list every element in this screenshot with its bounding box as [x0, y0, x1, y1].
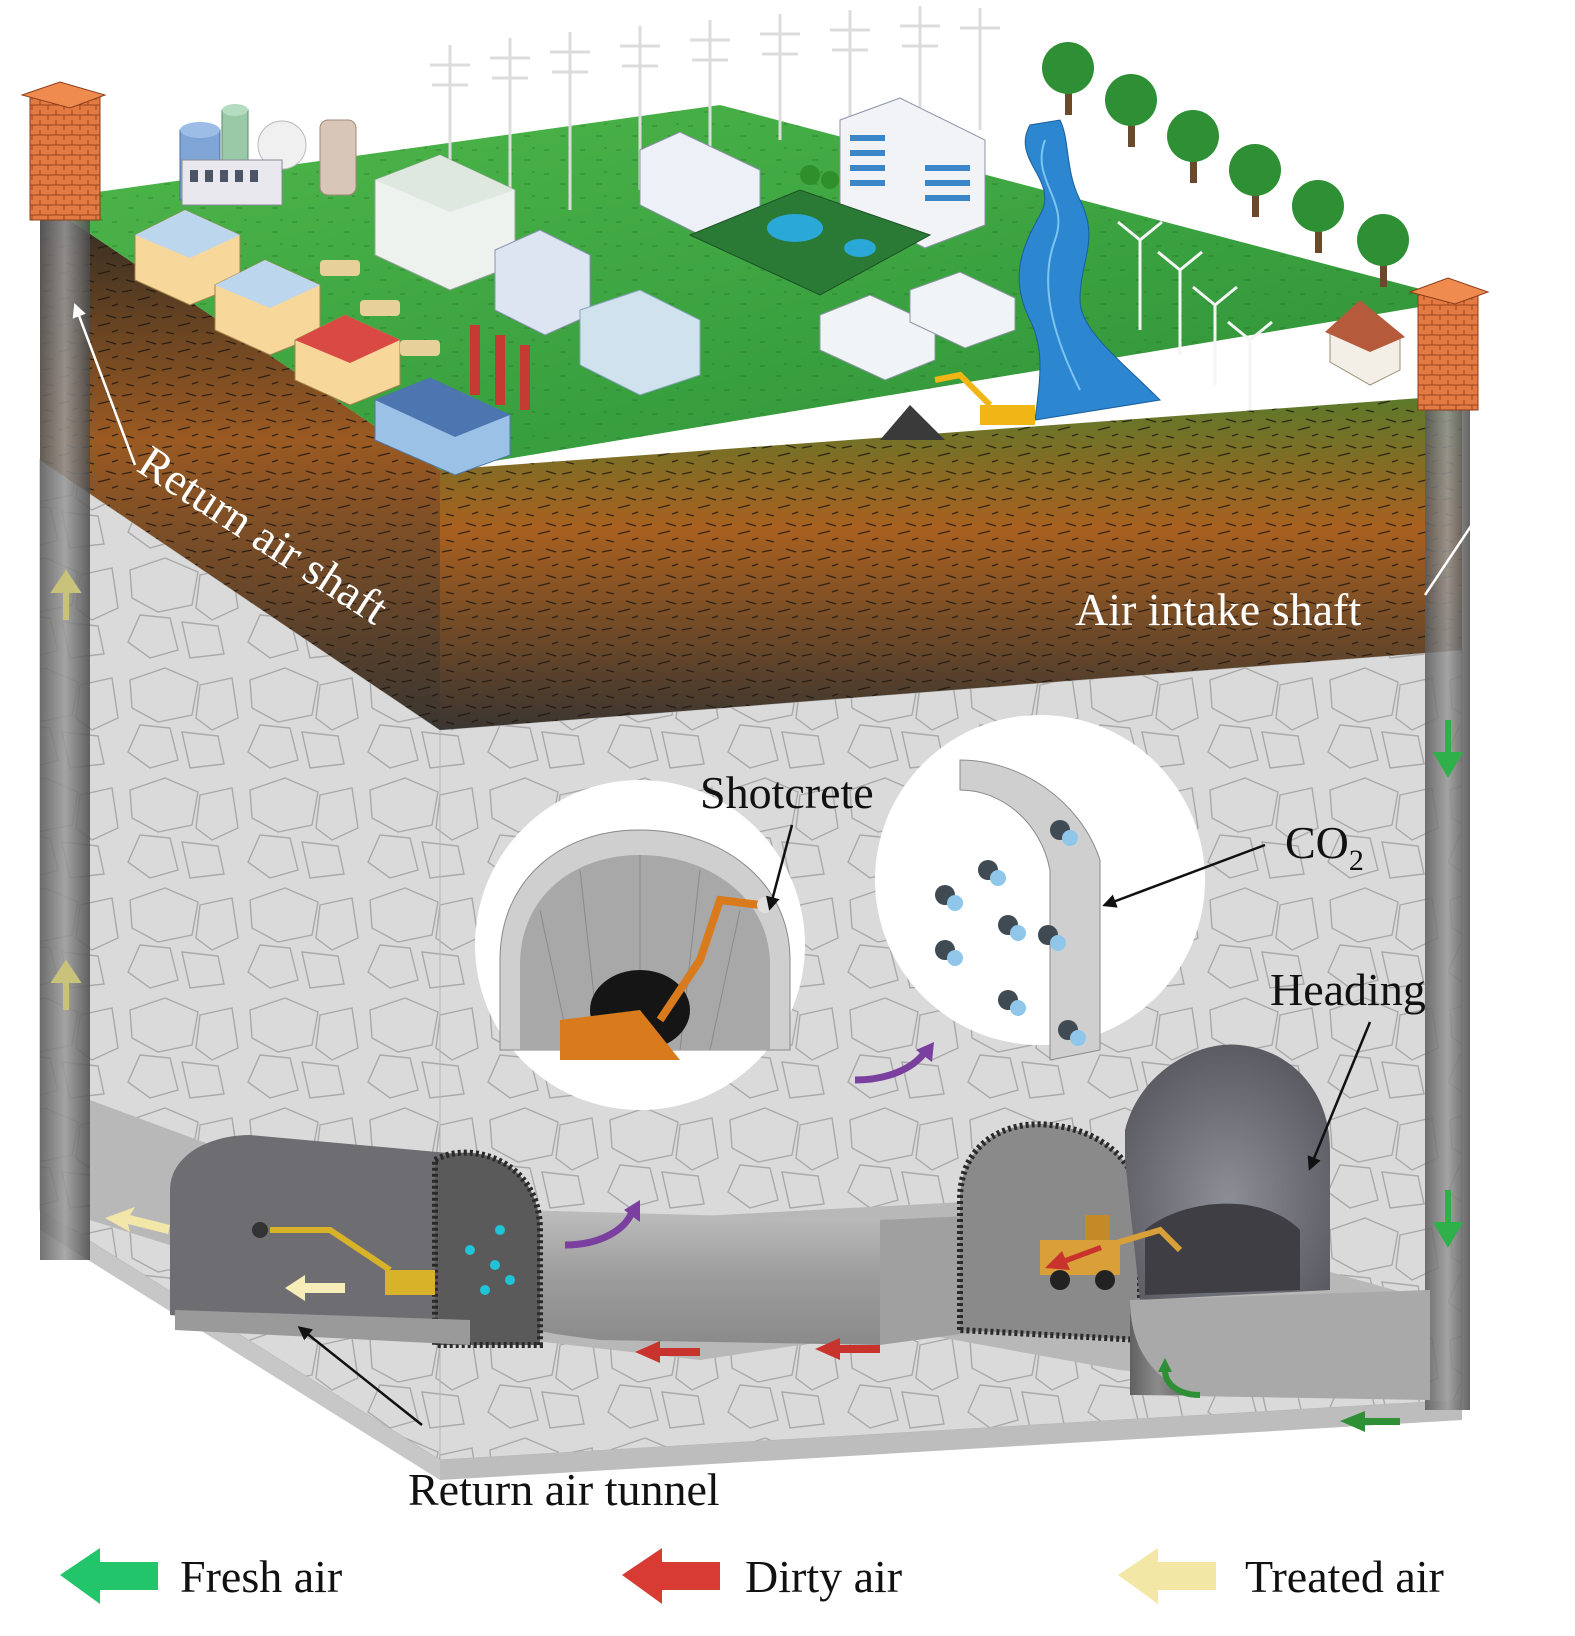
co2-molecules [935, 820, 1086, 1046]
legend-dirty-air: Dirty air [622, 1548, 902, 1604]
intake-shaft-pointer [1423, 488, 1497, 596]
airflow-arrows [50, 569, 1464, 1432]
return-air-tunnel [170, 1135, 543, 1348]
legend-fresh-air: Fresh air [60, 1548, 342, 1604]
legend-dirty-air-arrow [622, 1548, 720, 1604]
air-intake-shaft-label: Air intake shaft [1075, 584, 1361, 635]
factory [374, 325, 530, 476]
heading-pointer [1307, 1021, 1372, 1171]
dirty-air-arrow-3 [1045, 1245, 1102, 1270]
drill-rig [252, 1222, 435, 1295]
heading-label: Heading [1270, 964, 1426, 1015]
legend: Fresh air Dirty air Treated air [60, 1548, 1444, 1604]
shotcrete-pointer [766, 824, 794, 911]
co2-particles-return [465, 1225, 515, 1295]
legend-treated-air-arrow [1118, 1548, 1216, 1604]
fresh-air-arrow-shaft-2 [1432, 1190, 1464, 1248]
river [1018, 119, 1162, 421]
dirty-air-arrow-2 [815, 1338, 880, 1360]
shotcrete-detail [475, 780, 805, 1110]
legend-dirty-air-label: Dirty air [745, 1551, 902, 1602]
shotcrete-machine [560, 895, 773, 1060]
fresh-air-arrow-heading [1340, 1411, 1400, 1432]
tunnel-network [90, 1044, 1430, 1400]
treated-air-arrow-tunnel-2 [285, 1275, 345, 1301]
intake-shaft-chimney [1417, 289, 1479, 411]
heading-tunnel [957, 1044, 1430, 1400]
purple-flow-arrow-1 [564, 1210, 636, 1249]
co2-detail [875, 715, 1205, 1061]
shotcrete-label: Shotcrete [700, 767, 874, 818]
soil-layer [40, 200, 1462, 730]
fresh-air-arrow-curve [1162, 1369, 1201, 1398]
legend-treated-air-label: Treated air [1245, 1551, 1444, 1602]
return-shaft-chimney [29, 94, 101, 221]
treated-air-arrow-tunnel-1 [105, 1207, 170, 1234]
return-tunnel-pointer [297, 1326, 423, 1426]
legend-treated-air: Treated air [1118, 1548, 1444, 1604]
callout-pointers [72, 303, 1497, 1426]
purple-flow-arrow-2 [854, 1049, 928, 1084]
trees [1042, 42, 1409, 287]
park [688, 165, 932, 296]
treated-air-arrow-shaft-2 [50, 959, 82, 1010]
return-air-shaft [20, 81, 107, 1260]
return-shaft-pointer [72, 303, 137, 466]
house [1325, 300, 1405, 386]
co2-label-subscript: 2 [1349, 844, 1364, 877]
dirty-air-arrow-1 [635, 1341, 700, 1363]
office-buildings [374, 97, 1016, 396]
surface-features [134, 6, 1409, 476]
chemical-plant [179, 104, 357, 206]
co2-pointer [1102, 843, 1266, 908]
warehouses [134, 209, 401, 406]
treated-air-arrow-shaft-1 [50, 569, 82, 620]
return-air-tunnel-label: Return air tunnel [408, 1464, 720, 1515]
wind-turbines [1117, 220, 1273, 410]
legend-fresh-air-arrow [60, 1548, 158, 1604]
legend-fresh-air-label: Fresh air [180, 1551, 342, 1602]
fresh-air-arrow-shaft-1 [1432, 720, 1464, 778]
co2-label: CO2 [1285, 817, 1364, 877]
co2-label-main: CO [1285, 817, 1349, 868]
vehicles [320, 260, 1035, 440]
